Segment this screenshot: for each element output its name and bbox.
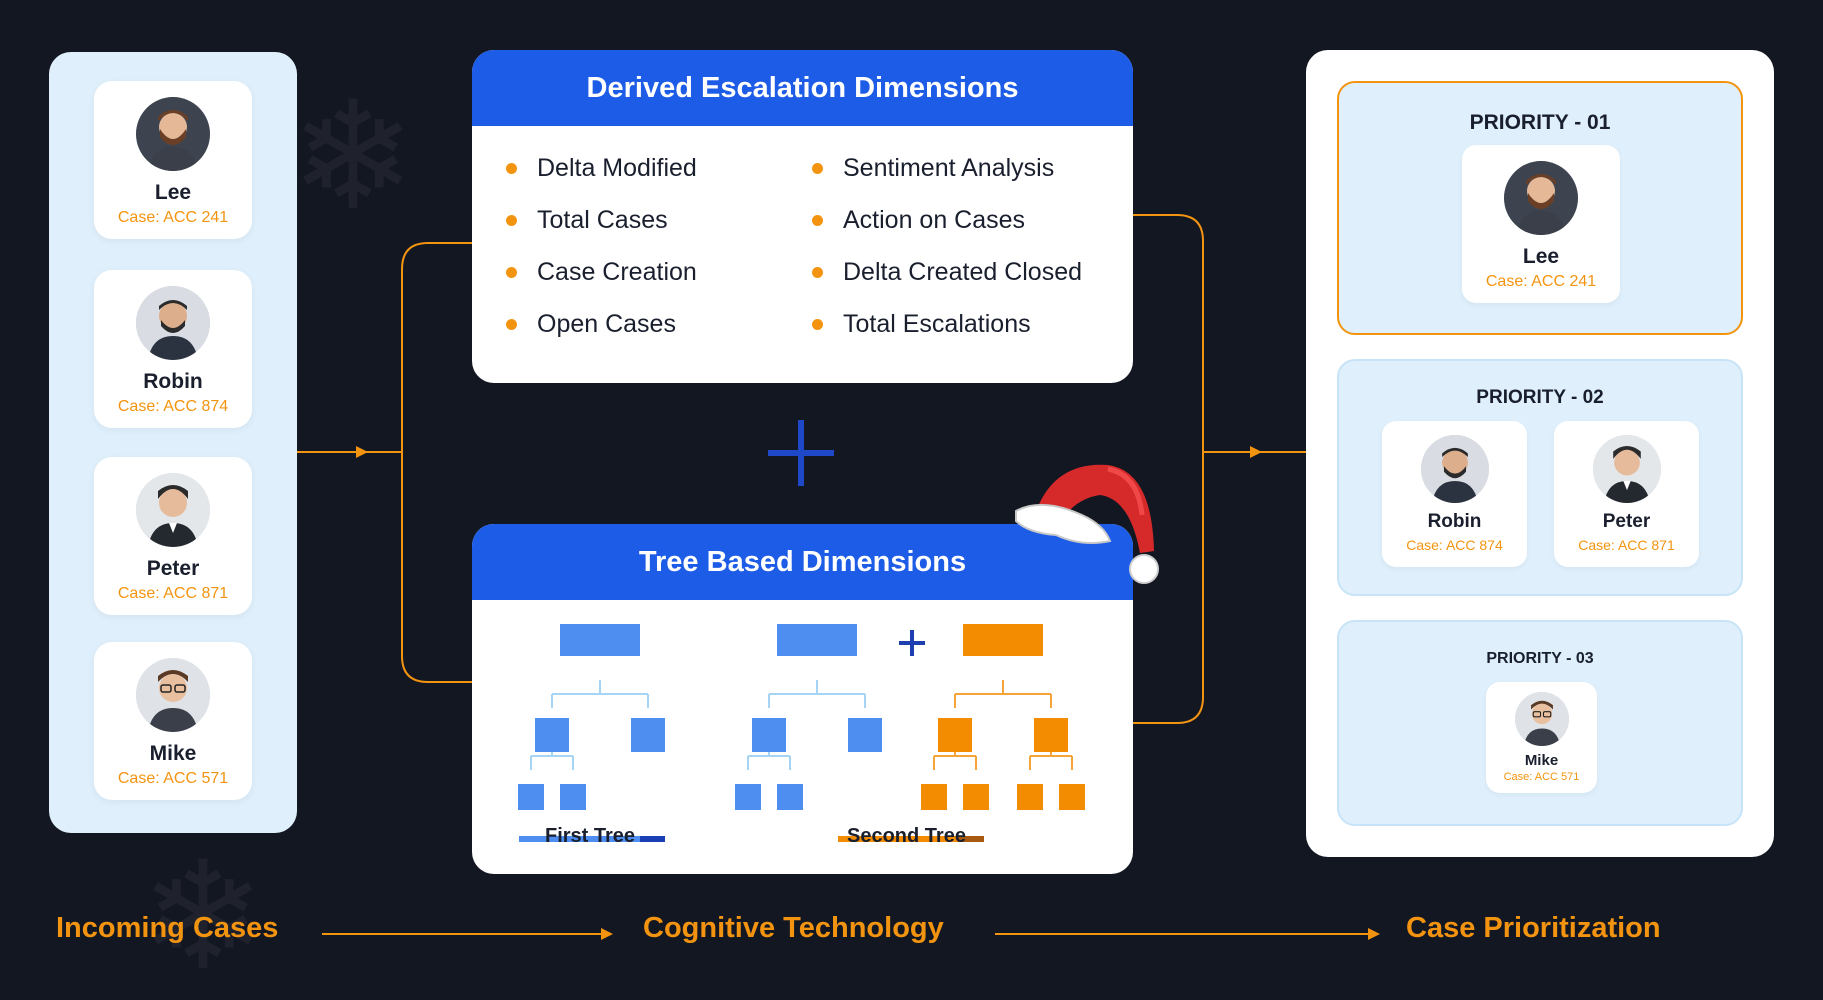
bullet-icon — [506, 162, 517, 174]
plus-icon — [899, 630, 925, 656]
tree-node — [735, 784, 761, 810]
tree-node — [752, 718, 786, 752]
person-name: Mike — [149, 742, 197, 765]
person-case: Case: ACC 871 — [1578, 537, 1675, 553]
second-tree-bar-end — [959, 836, 984, 842]
priority-02-group: PRIORITY - 02 Robin Case: ACC 874 Peter … — [1337, 359, 1743, 596]
tree-node — [560, 624, 640, 656]
bullet-icon — [812, 162, 823, 174]
bullet-icon — [812, 266, 823, 278]
trees-diagram — [518, 624, 1085, 842]
derived-dimensions-title: Derived Escalation Dimensions — [472, 50, 1133, 126]
person-case: Case: ACC 241 — [1485, 273, 1597, 290]
priority-title: PRIORITY - 01 — [1469, 111, 1611, 134]
person-name: Peter — [1602, 511, 1651, 532]
priority-title: PRIORITY - 03 — [1486, 650, 1594, 667]
tree-node — [938, 718, 972, 752]
dimension-item: Total Cases — [506, 204, 812, 236]
avatar — [1420, 435, 1489, 503]
avatar — [1592, 435, 1661, 503]
priority-card-peter[interactable]: Peter Case: ACC 871 — [1554, 421, 1699, 567]
avatar — [136, 473, 210, 547]
incoming-cases-label: Incoming Cases — [56, 912, 279, 944]
plus-icon — [768, 420, 834, 486]
incoming-card-mike[interactable]: Mike Case: ACC 571 — [94, 642, 252, 800]
bullet-icon — [506, 318, 517, 330]
tree-node — [963, 624, 1043, 656]
priority-card-mike[interactable]: Mike Case: ACC 571 — [1486, 682, 1597, 793]
second-tree-orange — [921, 624, 1085, 810]
second-tree-blue — [735, 624, 882, 810]
tree-node — [535, 718, 569, 752]
priority-03-group: PRIORITY - 03 Mike Case: ACC 571 — [1337, 620, 1743, 826]
first-tree-label: First Tree — [545, 825, 636, 847]
arrow-right-icon — [1250, 446, 1262, 458]
person-case: Case: ACC 241 — [117, 209, 229, 226]
person-case: Case: ACC 571 — [117, 770, 229, 787]
second-tree-bar — [838, 836, 959, 842]
person-name: Mike — [1524, 752, 1559, 769]
priority-title: PRIORITY - 02 — [1476, 387, 1604, 408]
incoming-cases-panel: Lee Case: ACC 241 Robin Case: ACC 874 Pe… — [49, 52, 297, 833]
bullet-icon — [812, 214, 823, 226]
tree-node — [560, 784, 586, 810]
tree-node — [777, 784, 803, 810]
tree-node — [1034, 718, 1068, 752]
santa-hat-icon — [1015, 464, 1159, 584]
second-tree-label: Second Tree — [847, 825, 966, 847]
dimension-item: Delta Created Closed — [812, 256, 1112, 288]
avatar — [136, 286, 210, 360]
person-name: Robin — [143, 370, 203, 393]
incoming-card-robin[interactable]: Robin Case: ACC 874 — [94, 270, 252, 428]
first-tree — [518, 624, 665, 810]
tree-node — [1059, 784, 1085, 810]
tree-dimensions-card: Tree Based Dimensions — [472, 524, 1133, 874]
avatar — [136, 97, 210, 171]
person-name: Lee — [1522, 245, 1560, 268]
dimension-item: Delta Modified — [506, 152, 812, 184]
tree-node — [963, 784, 989, 810]
bullet-icon — [812, 318, 823, 330]
dimension-item: Case Creation — [506, 256, 812, 288]
arrow-right-icon — [1368, 928, 1380, 940]
bullet-icon — [506, 266, 517, 278]
tree-node — [518, 784, 544, 810]
person-case: Case: ACC 874 — [1406, 537, 1503, 553]
dimension-item: Open Cases — [506, 308, 812, 340]
tree-node — [631, 718, 665, 752]
dimension-item: Total Escalations — [812, 308, 1112, 340]
cognitive-technology-label: Cognitive Technology — [643, 912, 944, 944]
person-name: Robin — [1427, 511, 1482, 532]
arrow-right-icon — [356, 446, 368, 458]
case-prioritization-label: Case Prioritization — [1406, 912, 1661, 944]
case-prioritization-panel: PRIORITY - 01 Lee Case: ACC 241 PRIORITY… — [1306, 50, 1774, 857]
tree-node — [1017, 784, 1043, 810]
priority-card-robin[interactable]: Robin Case: ACC 874 — [1382, 421, 1527, 567]
dimension-item: Action on Cases — [812, 204, 1112, 236]
first-tree-bar — [519, 836, 640, 842]
tree-dimensions-title: Tree Based Dimensions — [472, 524, 1133, 600]
dimensions-list: Delta Modified Sentiment Analysis Total … — [472, 126, 1133, 340]
tree-node — [777, 624, 857, 656]
avatar — [1504, 161, 1578, 235]
arrow-right-icon — [601, 928, 613, 940]
person-name: Peter — [146, 557, 200, 580]
first-tree-bar-end — [640, 836, 665, 842]
derived-dimensions-card: Derived Escalation Dimensions Delta Modi… — [472, 50, 1133, 383]
person-case: Case: ACC 571 — [1503, 771, 1580, 783]
tree-node — [921, 784, 947, 810]
avatar — [1514, 692, 1569, 746]
person-case: Case: ACC 874 — [117, 398, 229, 415]
person-case: Case: ACC 871 — [117, 585, 229, 602]
person-name: Lee — [154, 181, 192, 204]
bullet-icon — [506, 214, 517, 226]
tree-node — [848, 718, 882, 752]
priority-01-group: PRIORITY - 01 Lee Case: ACC 241 — [1337, 81, 1743, 335]
incoming-card-lee[interactable]: Lee Case: ACC 241 — [94, 81, 252, 239]
priority-card-lee[interactable]: Lee Case: ACC 241 — [1462, 145, 1620, 303]
avatar — [136, 658, 210, 732]
dimension-item: Sentiment Analysis — [812, 152, 1112, 184]
incoming-card-peter[interactable]: Peter Case: ACC 871 — [94, 457, 252, 615]
